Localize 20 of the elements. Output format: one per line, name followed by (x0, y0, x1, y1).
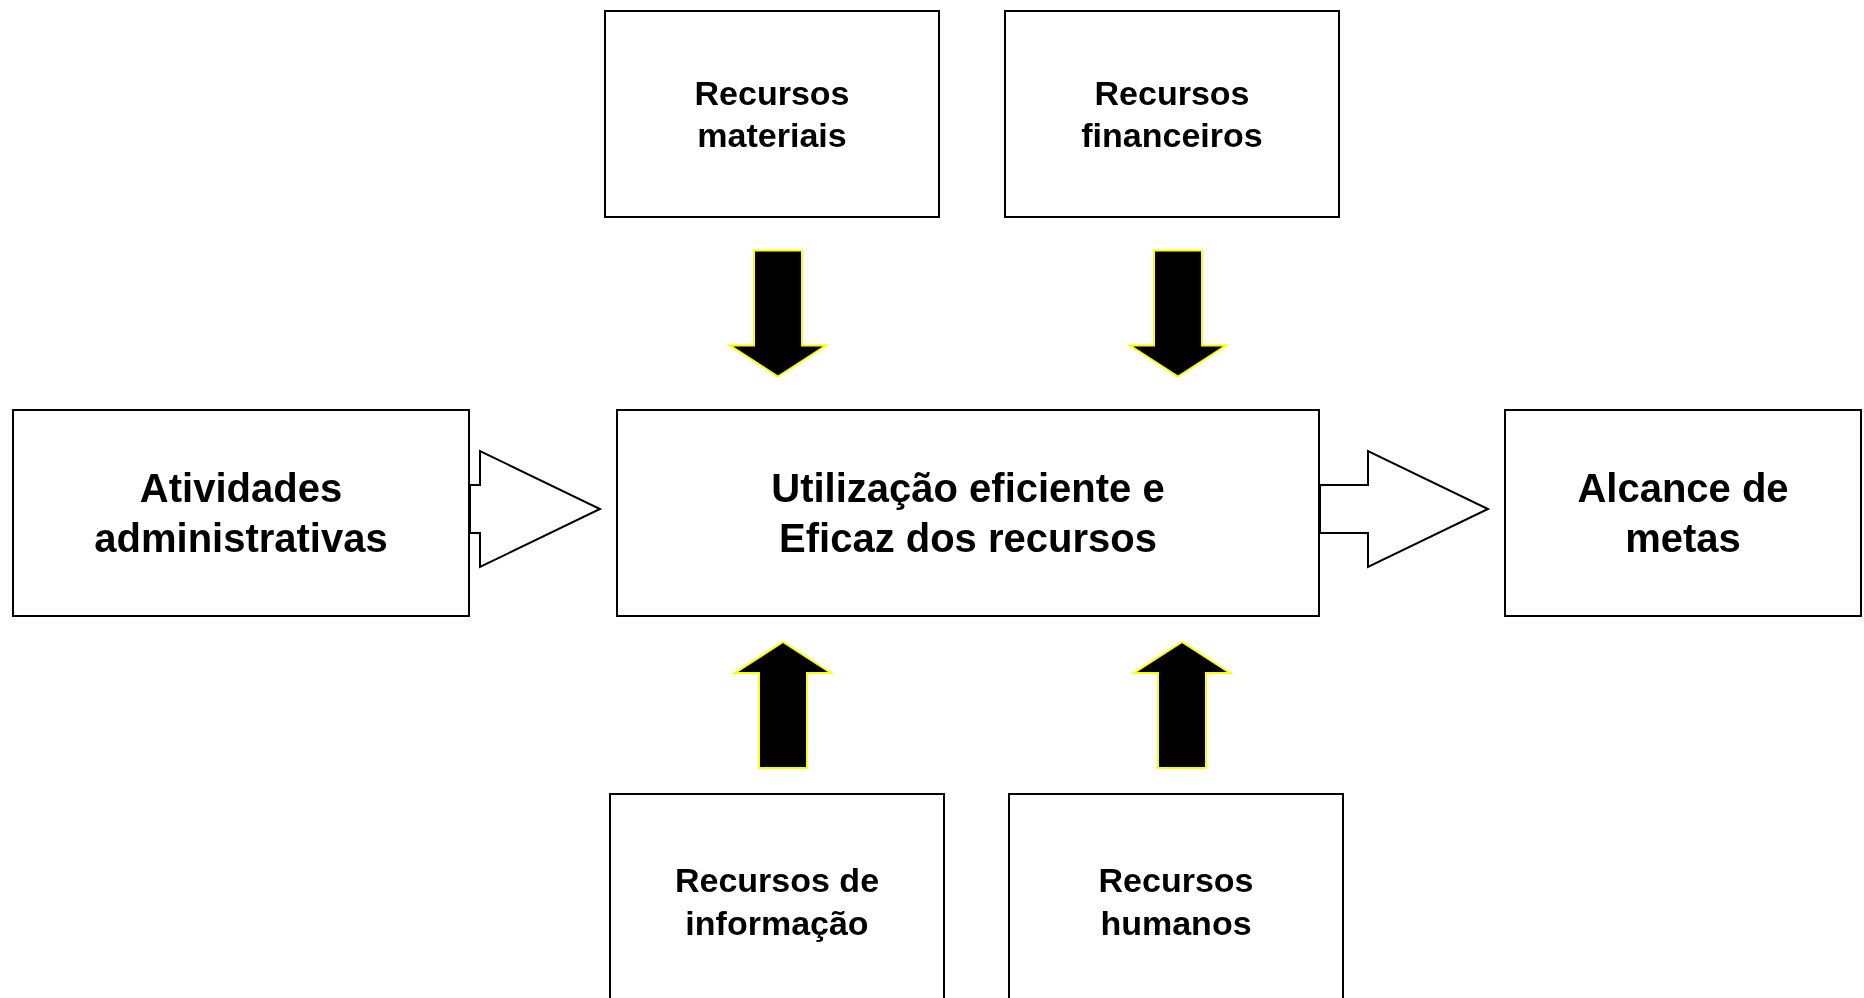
box-label: Atividades administrativas (93, 465, 389, 562)
block-arrow (1126, 249, 1230, 378)
block-arrow (726, 249, 830, 378)
block-arrow (1319, 449, 1491, 569)
process-box (1008, 793, 1344, 998)
box-label: Recursos materiais (693, 72, 851, 156)
box-label: Recursos financeiros (1080, 72, 1264, 156)
process-box (1504, 409, 1862, 617)
box-label: Recursos de informação (673, 860, 881, 944)
process-box (1004, 10, 1340, 218)
block-arrow (731, 640, 835, 769)
block-arrow (1130, 640, 1234, 769)
process-box (604, 10, 940, 218)
box-label: Alcance de metas (1576, 465, 1790, 562)
process-box (609, 793, 945, 998)
box-label: Utilização eficiente e Eficaz dos recursos (770, 465, 1166, 562)
process-box (12, 409, 470, 617)
box-label: Recursos humanos (1097, 860, 1255, 944)
block-arrow (469, 449, 603, 569)
process-box (616, 409, 1320, 617)
